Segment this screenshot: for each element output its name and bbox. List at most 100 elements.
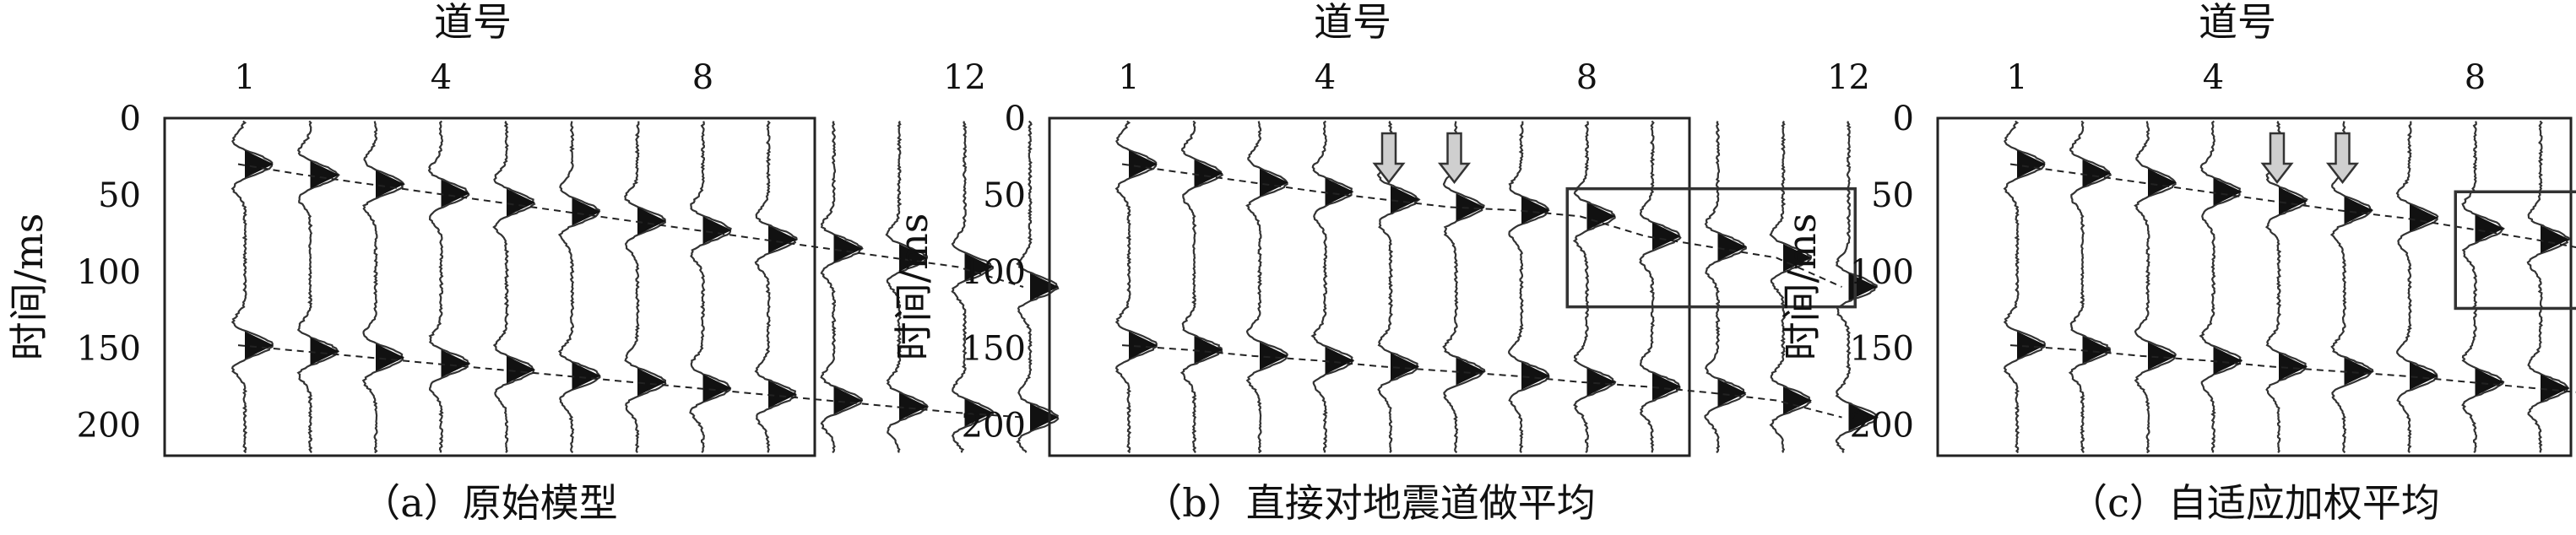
event-wedge (245, 331, 274, 359)
event-wedge (245, 150, 274, 178)
event-wedge (441, 349, 470, 378)
event-wedge (833, 386, 863, 414)
trace-wiggle (951, 121, 995, 453)
y-tick-label: 200 (1850, 407, 1914, 446)
event-wedge (2017, 331, 2046, 359)
plot-frame (1048, 116, 1691, 457)
event-wedge (572, 362, 601, 390)
y-tick-label: 0 (1005, 100, 1026, 138)
event-wedge (1783, 386, 1812, 414)
y-tick-label: 100 (1850, 253, 1914, 292)
trace-wiggle (361, 121, 405, 454)
event-trend-line (2009, 163, 2576, 249)
event-wedge (1129, 331, 1158, 359)
event-wedge (2148, 342, 2177, 370)
event-wedge (2541, 374, 2569, 403)
event-wedge (899, 392, 928, 421)
event-wedge (1325, 346, 1354, 375)
event-trend-line (1121, 344, 1842, 419)
y-tick-label: 150 (77, 330, 141, 369)
event-wedge (441, 179, 470, 208)
y-tick-label: 50 (1871, 176, 1914, 215)
trace-wiggle (2068, 120, 2112, 453)
plot-frame (1936, 116, 2573, 457)
event-trend-line (237, 344, 1024, 419)
trace-wiggle (1572, 121, 1617, 454)
event-wedge (702, 374, 732, 403)
event-wedge (2410, 362, 2438, 390)
y-tick-label: 50 (983, 176, 1026, 215)
trace-wiggle (2134, 121, 2177, 454)
event-wedge (2213, 346, 2242, 375)
trace-wiggle (1114, 120, 1158, 454)
panel-caption: （a）原始模型 (361, 480, 617, 526)
event-wedge (1194, 159, 1223, 187)
event-wedge (2279, 353, 2308, 381)
trace-wiggle (427, 120, 471, 453)
event-wedge (2082, 159, 2112, 187)
event-wedge (2213, 177, 2242, 206)
event-wedge (1717, 379, 1747, 407)
event-trend-line (2009, 344, 2576, 393)
event-wedge (637, 368, 666, 397)
event-wedge (2475, 214, 2504, 243)
event-wedge (768, 380, 797, 408)
event-wedge (2541, 225, 2569, 253)
event-wedge (376, 343, 404, 371)
event-wedge (2410, 203, 2438, 232)
y-tick-label: 200 (77, 407, 141, 446)
event-wedge (1521, 196, 1550, 224)
event-wedge (2017, 150, 2046, 178)
y-axis-title: 时间/ms (6, 213, 52, 361)
event-wedge (1260, 342, 1288, 370)
x-tick-label: 4 (1315, 58, 1336, 97)
plot-frame (163, 116, 816, 457)
event-wedge (2082, 336, 2112, 364)
trace-wiggle (1704, 121, 1747, 454)
event-wedge (702, 216, 732, 245)
y-tick-label: 100 (962, 253, 1026, 292)
event-wedge (1848, 403, 1878, 431)
event-wedge (1521, 362, 1550, 390)
event-wedge (899, 244, 928, 272)
x-tick-label: 8 (692, 58, 713, 97)
x-axis-title: 道号 (434, 0, 512, 45)
x-tick-label: 1 (1118, 58, 1139, 97)
event-wedge (2475, 368, 2504, 397)
event-trend-line (237, 163, 1024, 288)
trace-wiggle (296, 120, 340, 453)
event-wedge (1456, 193, 1485, 221)
trace-wiggle (230, 120, 274, 454)
event-wedge (376, 170, 404, 198)
event-wedge (2344, 196, 2373, 224)
down-arrow-icon (2260, 132, 2294, 185)
trace-wiggle (820, 121, 864, 454)
down-arrow-icon (1437, 132, 1472, 185)
trace-wiggle (1639, 120, 1682, 453)
trace-wiggle (689, 121, 732, 454)
highlight-box (2454, 190, 2576, 311)
x-tick-label: 4 (431, 58, 452, 97)
panel-caption: （b）直接对地震道做平均 (1143, 480, 1595, 526)
event-wedge (2148, 169, 2177, 197)
x-tick-label: 8 (1576, 58, 1597, 97)
event-wedge (1717, 233, 1747, 262)
event-wedge (572, 197, 601, 226)
event-wedge (1194, 336, 1223, 364)
x-tick-label: 8 (2465, 58, 2486, 97)
panel-caption: （c）自适应加权平均 (2069, 480, 2440, 526)
event-wedge (1586, 203, 1616, 230)
x-tick-label: 1 (2006, 58, 2027, 97)
trace-wiggle (1508, 121, 1550, 454)
event-wedge (1391, 353, 1419, 381)
x-tick-label: 4 (2203, 58, 2224, 97)
event-wedge (310, 338, 339, 365)
event-wedge (1030, 403, 1059, 431)
event-wedge (1325, 177, 1354, 206)
event-wedge (637, 207, 666, 235)
y-tick-label: 100 (77, 253, 141, 292)
